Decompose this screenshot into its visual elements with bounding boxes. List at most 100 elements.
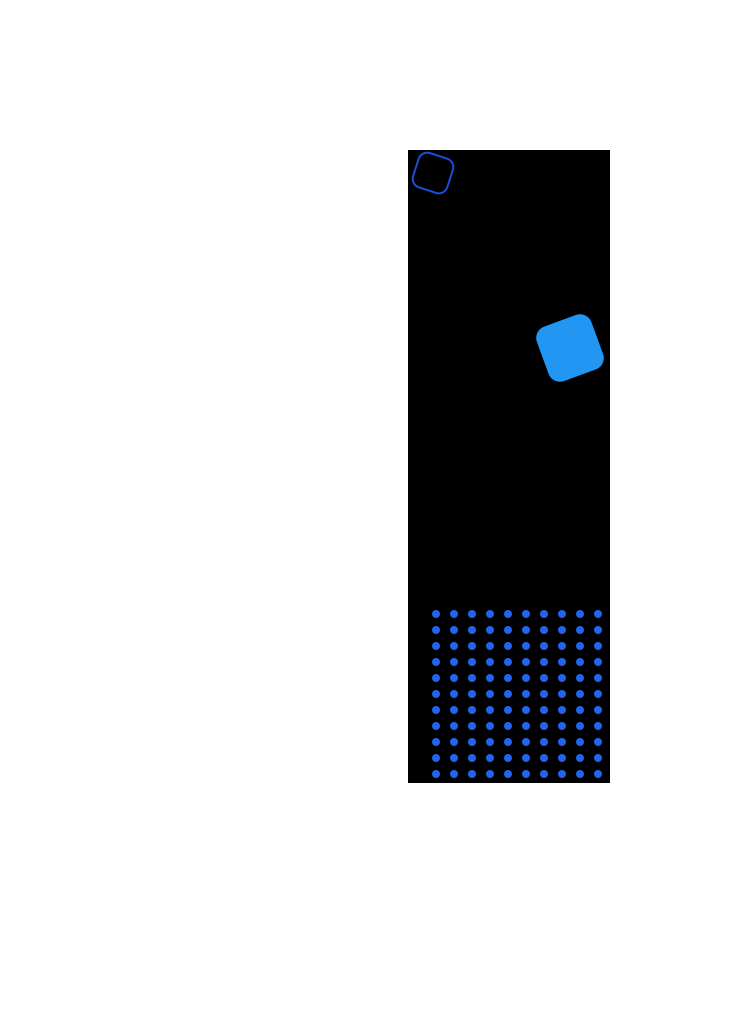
dot (576, 674, 584, 682)
dot (450, 658, 458, 666)
dot (450, 754, 458, 762)
dot (558, 738, 566, 746)
dot (450, 706, 458, 714)
dot (468, 770, 476, 778)
dot (450, 674, 458, 682)
dot (468, 626, 476, 634)
dot (504, 626, 512, 634)
dot (450, 626, 458, 634)
dot (486, 754, 494, 762)
dot (594, 754, 602, 762)
dot (540, 770, 548, 778)
dot (576, 658, 584, 666)
dot (468, 706, 476, 714)
dot (594, 690, 602, 698)
dot (504, 722, 512, 730)
outline-square-decoration (409, 150, 457, 197)
dot (486, 770, 494, 778)
dot (576, 722, 584, 730)
dot (504, 690, 512, 698)
dot (468, 690, 476, 698)
dot (558, 706, 566, 714)
dot (486, 690, 494, 698)
dot (558, 690, 566, 698)
dot (486, 658, 494, 666)
dot (558, 674, 566, 682)
dot (432, 722, 440, 730)
dot (522, 754, 530, 762)
dot (522, 642, 530, 650)
dot (522, 626, 530, 634)
dot (540, 610, 548, 618)
dot (486, 738, 494, 746)
dot (558, 642, 566, 650)
dot (450, 610, 458, 618)
dot (558, 610, 566, 618)
dot (594, 658, 602, 666)
dot (432, 674, 440, 682)
dot (522, 610, 530, 618)
dot (594, 770, 602, 778)
dot (468, 674, 476, 682)
dot (450, 738, 458, 746)
dot (468, 738, 476, 746)
dot (576, 642, 584, 650)
dot (558, 770, 566, 778)
dot (432, 658, 440, 666)
dot (486, 674, 494, 682)
dot (504, 738, 512, 746)
dot (540, 658, 548, 666)
dot (486, 722, 494, 730)
dot (576, 706, 584, 714)
dot (432, 738, 440, 746)
dot (432, 610, 440, 618)
dot (594, 706, 602, 714)
dot (594, 722, 602, 730)
dot (432, 770, 440, 778)
dot (576, 610, 584, 618)
dot (594, 642, 602, 650)
dot (504, 642, 512, 650)
dot (522, 722, 530, 730)
dot (576, 754, 584, 762)
dot (558, 658, 566, 666)
dot (486, 610, 494, 618)
dot (576, 690, 584, 698)
dot (540, 690, 548, 698)
dot (432, 642, 440, 650)
dot (558, 626, 566, 634)
dot (450, 770, 458, 778)
dot (576, 626, 584, 634)
dot (522, 706, 530, 714)
dot (432, 626, 440, 634)
dot (486, 706, 494, 714)
dot (540, 722, 548, 730)
dot (504, 658, 512, 666)
dot (468, 658, 476, 666)
dot (504, 610, 512, 618)
dot (504, 754, 512, 762)
dot (504, 674, 512, 682)
dot (504, 706, 512, 714)
dot (540, 754, 548, 762)
dot (576, 738, 584, 746)
dot (594, 674, 602, 682)
dot-grid-decoration (432, 610, 602, 778)
dot (576, 770, 584, 778)
dot (540, 706, 548, 714)
dot (468, 722, 476, 730)
dot (594, 610, 602, 618)
dot (540, 626, 548, 634)
solid-square-decoration (532, 310, 608, 386)
dot (450, 642, 458, 650)
dot (558, 722, 566, 730)
dot (594, 626, 602, 634)
dot (450, 690, 458, 698)
dot (432, 706, 440, 714)
decorative-panel (408, 150, 610, 783)
dot (522, 738, 530, 746)
dot (450, 722, 458, 730)
dot (468, 754, 476, 762)
dot (522, 690, 530, 698)
